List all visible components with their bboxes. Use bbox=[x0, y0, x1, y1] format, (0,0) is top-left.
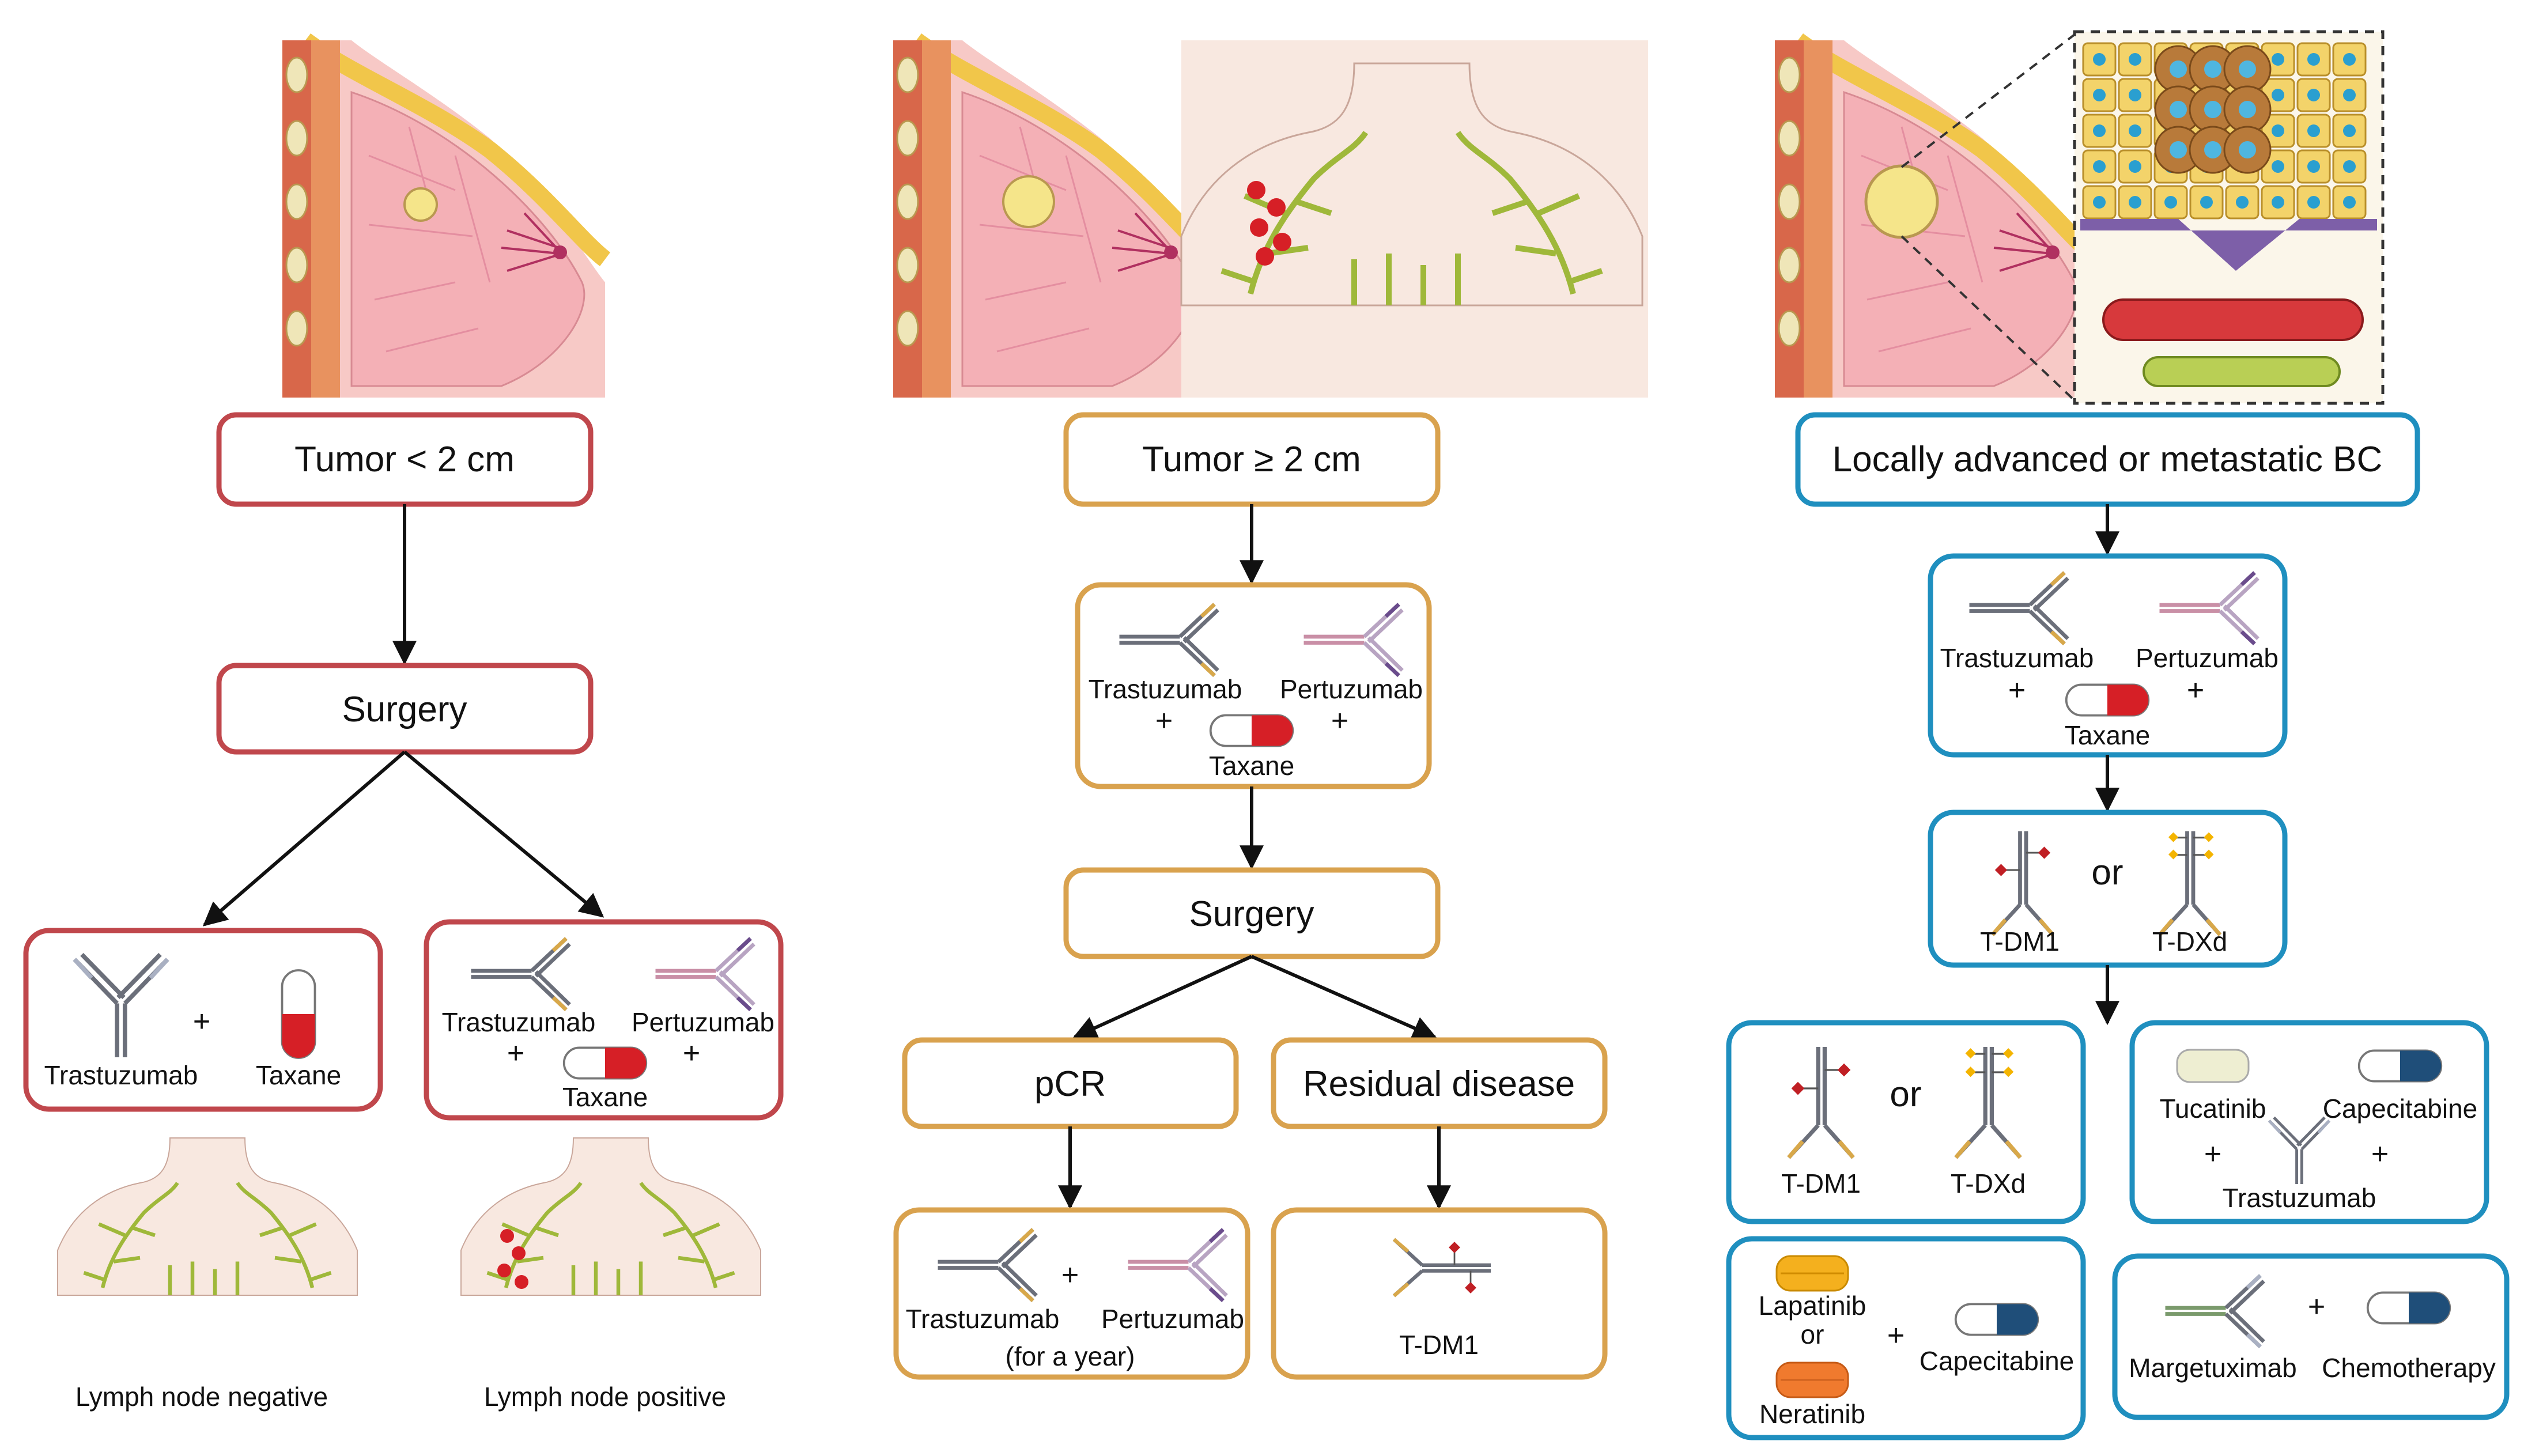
capsule-icon bbox=[2357, 1049, 2443, 1083]
right-s-adc2: T-DXd bbox=[2152, 926, 2227, 956]
left-a-antibody: Trastuzumab bbox=[44, 1060, 198, 1090]
middle-residual-tx-box bbox=[1271, 1207, 1608, 1380]
right-td-plus: + bbox=[2308, 1290, 2325, 1323]
positive-node-icon bbox=[1247, 181, 1265, 199]
positive-node-icon bbox=[1273, 233, 1291, 251]
breast-tumor-icon bbox=[1775, 40, 2098, 398]
blood-vessel bbox=[2102, 298, 2364, 341]
right-td-antibody: Margetuximab bbox=[2129, 1353, 2296, 1383]
right-third-d-box bbox=[2112, 1253, 2510, 1420]
breast-tumor-icon bbox=[893, 40, 1216, 398]
left-a-plus: + bbox=[193, 1005, 210, 1038]
right-td-drug: Chemotherapy bbox=[2322, 1353, 2496, 1383]
right-f-drug: Taxane bbox=[2065, 720, 2150, 750]
middle-pcr: pCR bbox=[1034, 1064, 1106, 1104]
right-s-adc1: T-DM1 bbox=[1980, 926, 2060, 956]
positive-node-icon bbox=[1267, 198, 1286, 217]
middle-p-plus: + bbox=[1061, 1258, 1079, 1292]
right-f-plus1: + bbox=[2008, 674, 2026, 707]
right-tc-or: or bbox=[1801, 1319, 1824, 1349]
right-ta-adc1: T-DM1 bbox=[1781, 1168, 1861, 1198]
left-b-plus1: + bbox=[507, 1037, 524, 1070]
right-s-or: or bbox=[2091, 853, 2123, 892]
lymph-torso-icon bbox=[58, 1138, 357, 1295]
middle-arrow-3a bbox=[1072, 955, 1253, 1039]
left-arrow-2b bbox=[403, 750, 604, 918]
left-node-pos: Lymph node positive bbox=[484, 1382, 726, 1412]
tablet-icon bbox=[2176, 1049, 2250, 1083]
tumor-large-icon bbox=[1002, 175, 1055, 228]
right-tb-drug1: Tucatinib bbox=[2160, 1094, 2266, 1124]
left-b-plus2: + bbox=[683, 1037, 700, 1070]
left-b-antibody1: Trastuzumab bbox=[442, 1007, 596, 1037]
right-tb-plus1: + bbox=[2204, 1137, 2221, 1171]
right-ta-adc2: T-DXd bbox=[1951, 1168, 2026, 1198]
breast-tumor-icon bbox=[282, 40, 605, 398]
capsule-icon bbox=[562, 1046, 648, 1080]
left-b-drug: Taxane bbox=[562, 1082, 648, 1112]
right-tc-drug1: Lapatinib bbox=[1759, 1291, 1866, 1321]
middle-r-drug: T-DM1 bbox=[1399, 1330, 1479, 1360]
inset-connector bbox=[1900, 33, 2076, 402]
right-title: Locally advanced or metastatic BC bbox=[1832, 440, 2383, 479]
middle-pcr-tx-box bbox=[893, 1207, 1250, 1380]
left-node-neg: Lymph node negative bbox=[75, 1382, 328, 1412]
left-title: Tumor < 2 cm bbox=[294, 440, 515, 479]
positive-node-icon bbox=[1256, 247, 1274, 266]
capsule-icon bbox=[281, 969, 316, 1059]
right-tc-plus: + bbox=[1887, 1319, 1905, 1352]
middle-p-antibody1: Trastuzumab bbox=[906, 1304, 1060, 1334]
middle-n-antibody1: Trastuzumab bbox=[1089, 674, 1242, 704]
middle-n-drug: Taxane bbox=[1209, 751, 1294, 781]
tablet-icon bbox=[1775, 1255, 1849, 1292]
right-tb-plus2: + bbox=[2371, 1137, 2389, 1171]
middle-p-duration: (for a year) bbox=[1006, 1341, 1135, 1371]
middle-n-antibody2: Pertuzumab bbox=[1280, 674, 1423, 704]
positive-node-icon bbox=[515, 1275, 528, 1289]
right-f-antibody2: Pertuzumab bbox=[2136, 643, 2279, 673]
middle-surgery: Surgery bbox=[1189, 894, 1314, 934]
middle-p-antibody2: Pertuzumab bbox=[1101, 1304, 1244, 1334]
tablet-icon bbox=[1775, 1362, 1849, 1398]
positive-node-icon bbox=[1250, 218, 1268, 237]
left-arrow-2a bbox=[202, 750, 406, 926]
tumor-advanced-icon bbox=[1864, 164, 1939, 239]
right-tc-drug2: Neratinib bbox=[1759, 1399, 1865, 1429]
left-b-antibody2: Pertuzumab bbox=[632, 1007, 774, 1037]
positive-node-icon bbox=[512, 1246, 526, 1260]
right-tb-drug2: Capecitabine bbox=[2323, 1094, 2478, 1124]
left-surgery: Surgery bbox=[342, 690, 467, 729]
capsule-icon bbox=[2065, 683, 2150, 717]
positive-node-icon bbox=[500, 1229, 514, 1243]
right-tb-antibody: Trastuzumab bbox=[2223, 1183, 2376, 1213]
capsule-icon bbox=[1954, 1303, 2039, 1336]
middle-n-plus1: + bbox=[1155, 704, 1173, 738]
middle-n-plus2: + bbox=[1331, 704, 1348, 738]
capsule-icon bbox=[2366, 1291, 2451, 1325]
capsule-icon bbox=[1209, 714, 1294, 747]
middle-arrow-3b bbox=[1250, 955, 1437, 1039]
right-tc-drug3: Capecitabine bbox=[1920, 1346, 2075, 1376]
tumor-small-icon bbox=[403, 187, 438, 222]
middle-title: Tumor ≥ 2 cm bbox=[1142, 440, 1361, 479]
left-a-drug: Taxane bbox=[256, 1060, 341, 1090]
right-f-antibody1: Trastuzumab bbox=[1940, 643, 2094, 673]
middle-residual: Residual disease bbox=[1303, 1064, 1575, 1104]
positive-node-icon bbox=[497, 1264, 511, 1277]
right-f-plus2: + bbox=[2187, 674, 2204, 707]
right-ta-or: or bbox=[1890, 1075, 1921, 1114]
lymph-vessel bbox=[2143, 356, 2341, 387]
